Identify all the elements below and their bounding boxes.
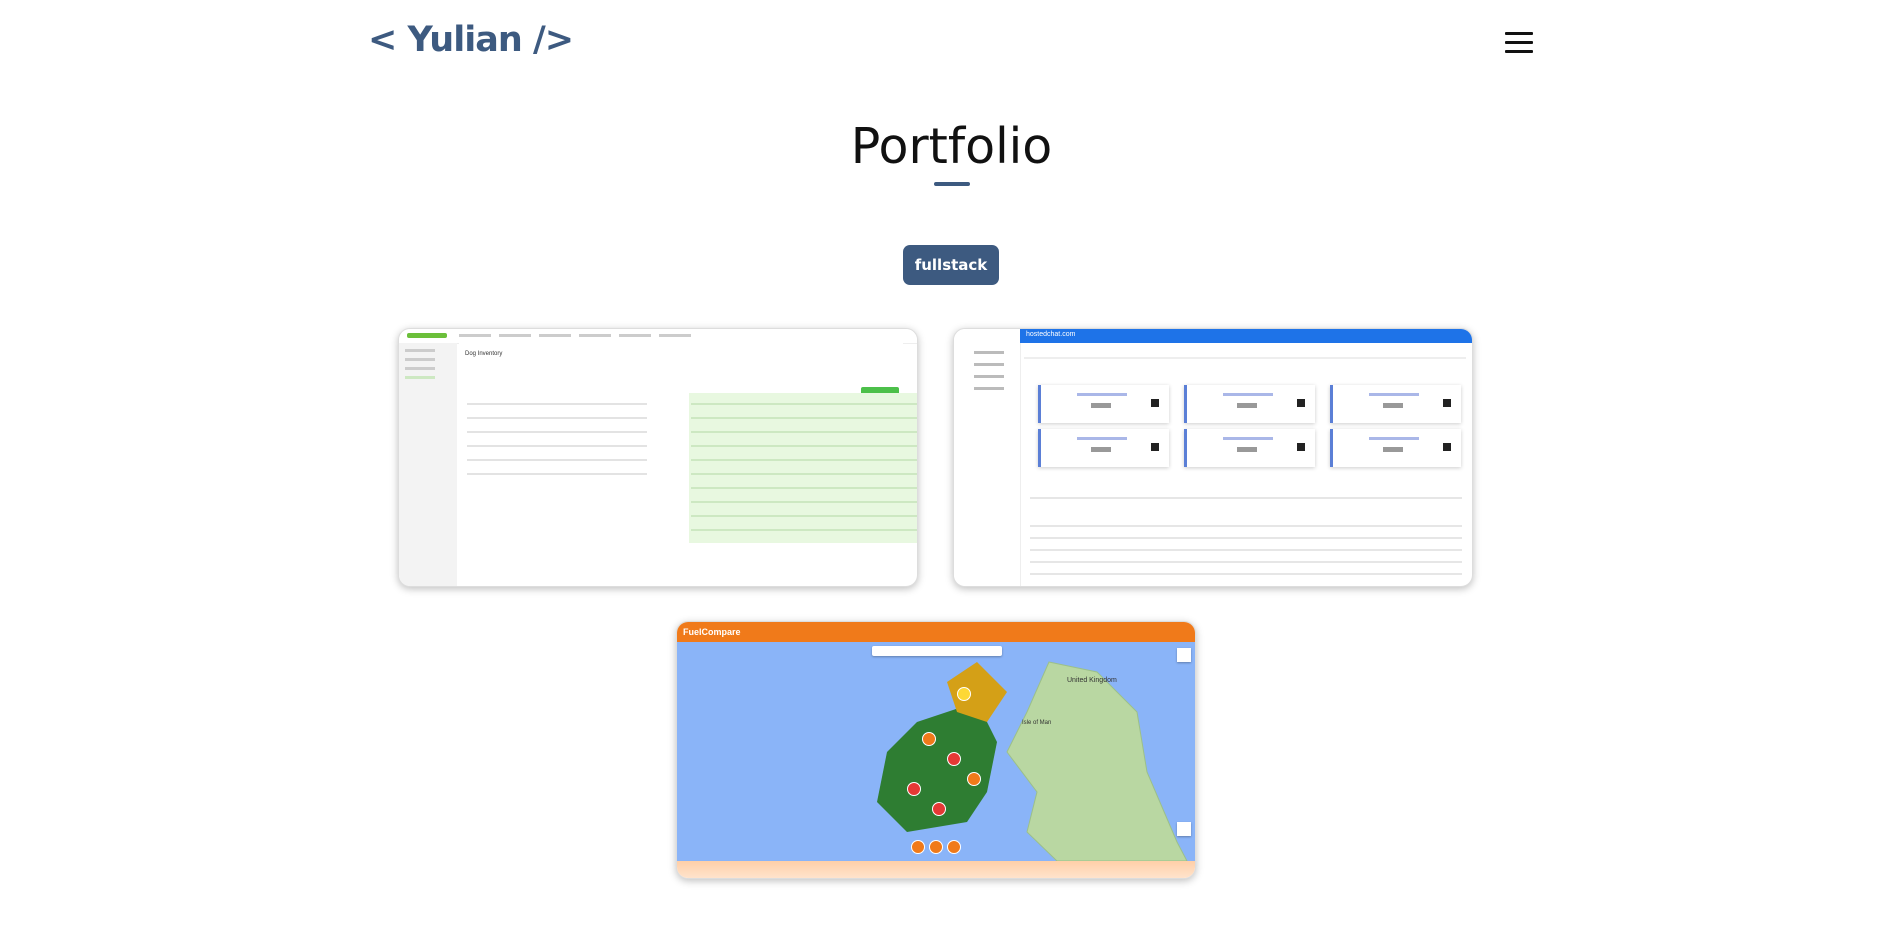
- filter-button-fullstack[interactable]: fullstack: [903, 245, 999, 285]
- project-card-analytics-dashboard[interactable]: hostedchat.com: [953, 328, 1473, 587]
- screenshot-footer: [677, 861, 1195, 878]
- screenshot-topbar: [399, 329, 917, 344]
- zoom-control: [1177, 822, 1191, 836]
- map-action-button-1: [911, 840, 925, 854]
- map-search-box: [872, 646, 1002, 656]
- hamburger-menu-icon[interactable]: [1505, 32, 1533, 54]
- screenshot-app-bar: FuelCompare: [677, 622, 1195, 642]
- screenshot-main: Dog Inventory: [459, 343, 917, 578]
- map-label-isle-of-man: Isle of Man: [1022, 720, 1051, 726]
- screenshot-sidebar: [399, 343, 457, 586]
- title-underline: [934, 182, 970, 186]
- map-label-uk: United Kingdom: [1067, 677, 1117, 684]
- screenshot-heading: Dog Inventory: [465, 351, 503, 357]
- map-action-button-2: [929, 840, 943, 854]
- site-logo[interactable]: < Yulian />: [368, 20, 574, 60]
- screenshot-map: United Kingdom Isle of Man: [677, 642, 1195, 861]
- map-graphic: United Kingdom Isle of Man: [877, 661, 1188, 861]
- map-action-button-3: [947, 840, 961, 854]
- site-header: < Yulian />: [0, 0, 1903, 90]
- screenshot-sidebar: [954, 329, 1021, 586]
- fullscreen-control: [1177, 648, 1191, 662]
- screenshot-app-name: FuelCompare: [683, 627, 741, 637]
- page-title: Portfolio: [850, 118, 1053, 175]
- project-card-fuel-compare[interactable]: FuelCompare United Kingdom Isle of Man: [676, 621, 1196, 879]
- screenshot-site-name: hostedchat.com: [1026, 331, 1076, 338]
- project-card-dog-inventory[interactable]: Dog Inventory: [398, 328, 918, 587]
- screenshot-topbar: hostedchat.com: [1020, 329, 1472, 343]
